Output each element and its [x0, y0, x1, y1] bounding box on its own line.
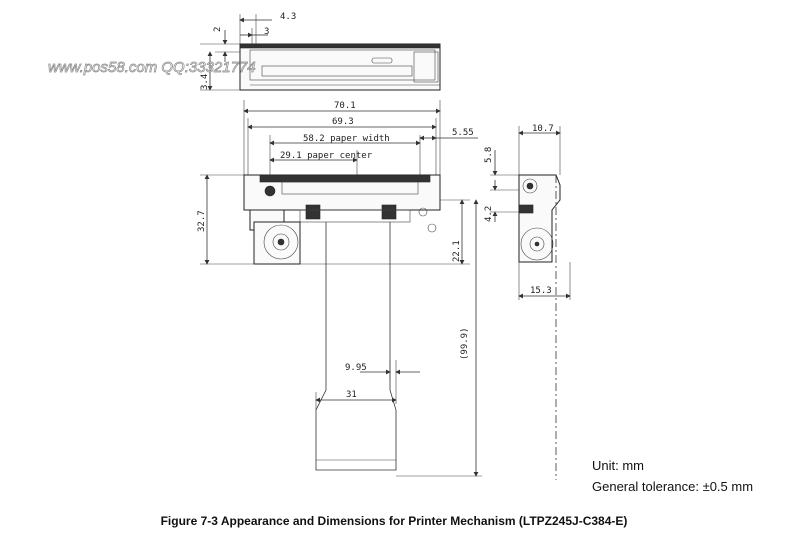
top-view: 4.3 3 2 3.4 [200, 12, 441, 91]
watermark: www.pos58.com QQ:33321774 [48, 59, 256, 76]
figure-caption: Figure 7-3 Appearance and Dimensions for… [160, 514, 628, 528]
dim-10-7: 10.7 [532, 124, 554, 134]
dim-5-8: 5.8 [484, 147, 494, 163]
dim-70-1: 70.1 [334, 101, 356, 111]
side-view: 10.7 5.8 4.2 15.3 [484, 124, 571, 480]
dim-15-3: 15.3 [530, 286, 552, 296]
front-view: 70.1 69.3 58.2 paper width 5.55 29.1 pap… [197, 100, 482, 477]
dim-58-2-paper-width: 58.2 paper width [303, 134, 390, 144]
dim-69-3: 69.3 [332, 117, 354, 127]
dim-9-95: 9.95 [345, 363, 367, 373]
dim-5-55: 5.55 [452, 128, 474, 138]
dim-32-7: 32.7 [197, 210, 207, 232]
dim-2: 2 [213, 27, 223, 32]
tolerance-note: General tolerance: ±0.5 mm [592, 479, 754, 494]
dim-4-3: 4.3 [280, 12, 296, 22]
dim-29-1-paper-center: 29.1 paper center [280, 151, 373, 161]
dim-3-4: 3.4 [200, 74, 210, 90]
dim-3: 3 [264, 27, 269, 37]
dim-99-9: (99.9) [460, 327, 470, 360]
unit-note: Unit: mm [592, 458, 644, 473]
dim-22-1: 22.1 [452, 240, 462, 262]
dim-31: 31 [346, 390, 357, 400]
dim-4-2: 4.2 [484, 206, 494, 222]
